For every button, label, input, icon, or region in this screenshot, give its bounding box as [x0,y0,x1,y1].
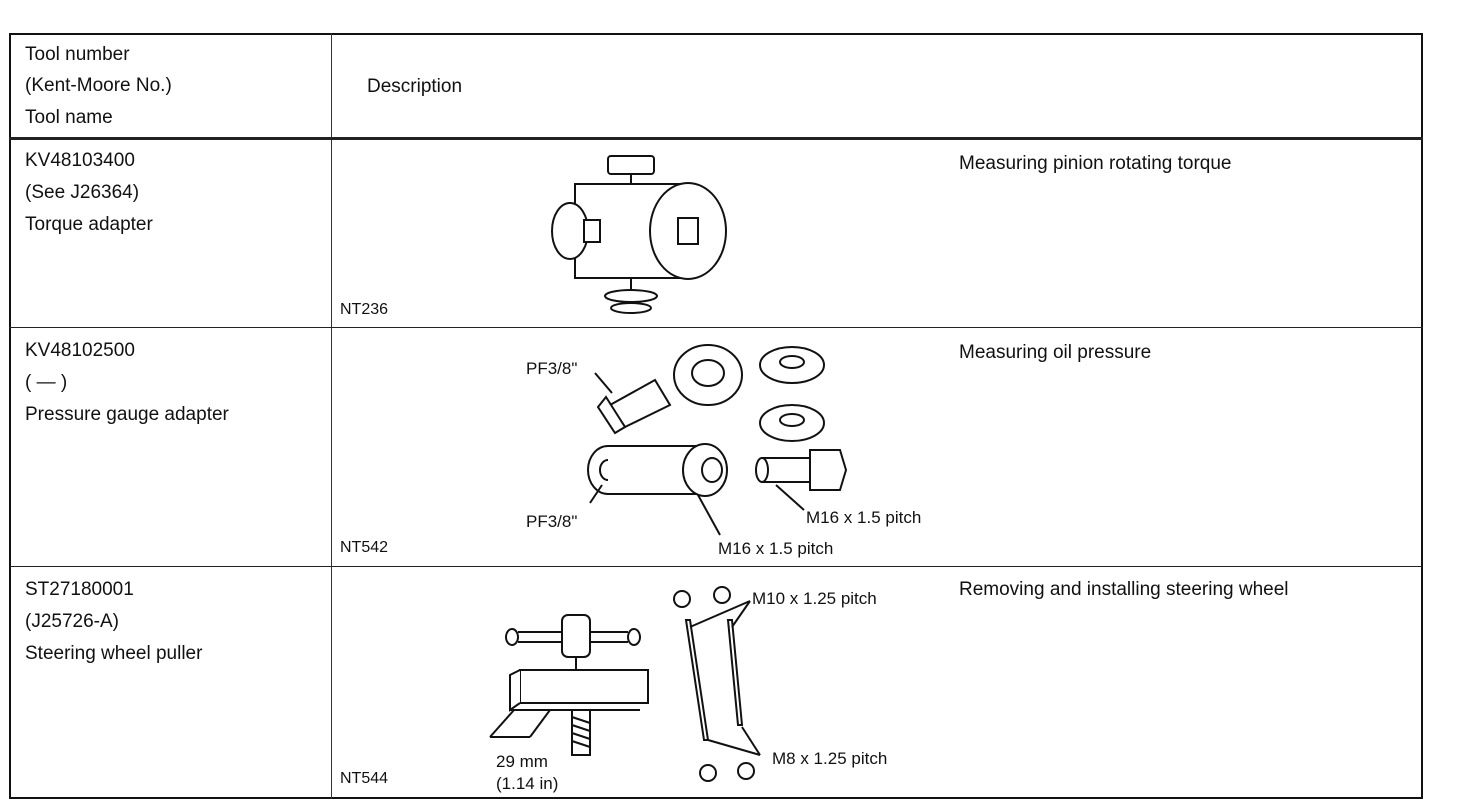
row1-figure-code: NT236 [340,301,389,318]
row2-callout-m16-bottom: M16 x 1.5 pitch [718,539,833,558]
row2-figure-code: NT542 [340,539,389,556]
row-divider-2 [9,566,1423,567]
header-tool-number: Tool number [25,44,130,65]
tool-table [9,33,1423,799]
row2-tool-number: KV48102500 [25,340,135,361]
row3-tool-number: ST27180001 [25,579,134,600]
steering-wheel-puller-illustration: M10 x 1.25 pitch M8 x 1.25 pitch 29 mm (… [489,586,887,793]
row3-callout-m10: M10 x 1.25 pitch [752,589,877,608]
torque-adapter-illustration [551,155,727,314]
row1-description: Measuring pinion rotating torque [959,153,1232,174]
row3-description: Removing and installing steering wheel [959,579,1289,600]
header-kent-moore: (Kent-Moore No.) [25,75,172,96]
row1-kent-moore: (See J26364) [25,182,140,203]
row3-figure-code: NT544 [340,770,389,787]
row2-tool-name: Pressure gauge adapter [25,404,229,425]
row1-tool-name: Torque adapter [25,214,153,235]
pressure-gauge-adapter-illustration: PF3/8" PF3/8" M16 x 1.5 pitch M16 x 1.5 … [526,344,921,558]
header-tool-name: Tool name [25,107,113,128]
row2-kent-moore: ( — ) [25,372,68,393]
row3-tool-name: Steering wheel puller [25,643,203,664]
row2-callout-m16-right: M16 x 1.5 pitch [806,508,921,527]
header-divider [9,137,1423,140]
row2-callout-pf38-top: PF3/8" [526,359,577,378]
header-description: Description [367,76,463,97]
row3-kent-moore: (J25726-A) [25,611,119,632]
column-divider [331,33,332,799]
row2-description: Measuring oil pressure [959,342,1152,363]
row1-tool-number: KV48103400 [25,150,135,171]
row3-callout-dimension-in: (1.14 in) [496,774,558,793]
row2-callout-pf38-bottom: PF3/8" [526,512,577,531]
row-divider-1 [9,327,1423,328]
row3-callout-m8: M8 x 1.25 pitch [772,749,887,768]
row3-callout-dimension-mm: 29 mm [496,752,548,771]
